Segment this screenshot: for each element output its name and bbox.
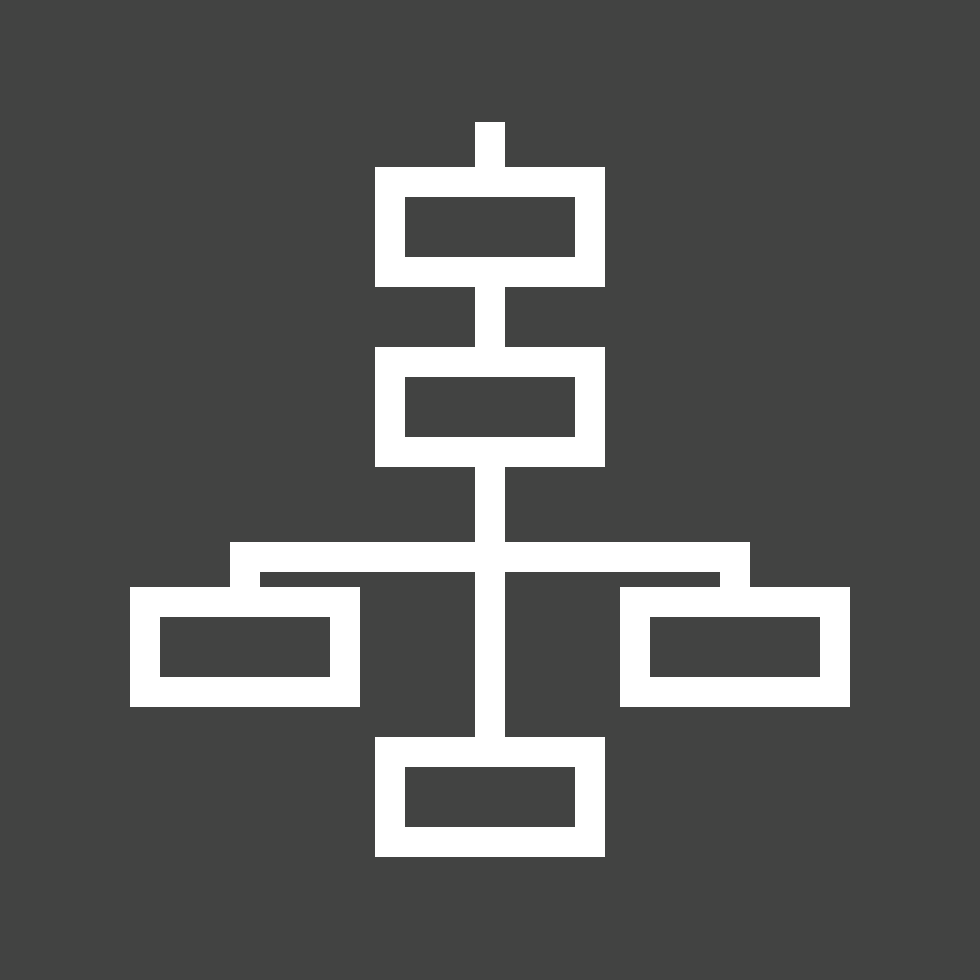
flow-box-bottom: [375, 737, 605, 857]
top-stem-line: [475, 122, 505, 170]
stem-line-1-2: [475, 284, 505, 350]
branch-horizontal-line: [230, 542, 750, 572]
branch-right-drop-line: [720, 542, 750, 590]
connector-lines: [230, 122, 750, 740]
flow-box-left: [130, 587, 360, 707]
flow-box-top: [375, 167, 605, 287]
branch-left-drop-line: [230, 542, 260, 590]
flow-box-right: [620, 587, 850, 707]
main-trunk-line: [475, 464, 505, 740]
flow-box-middle: [375, 347, 605, 467]
flow-boxes: [130, 167, 850, 857]
